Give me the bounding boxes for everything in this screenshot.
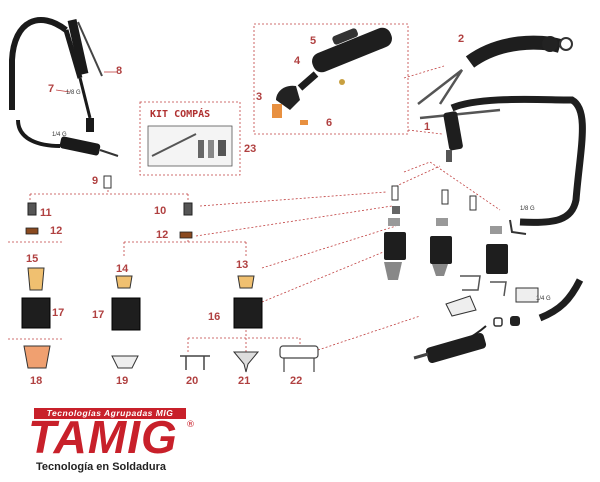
label-16: 16 (208, 311, 220, 323)
label-12a: 12 (50, 225, 62, 237)
label-6: 6 (326, 117, 332, 129)
logo-registered-mark: ® (186, 420, 195, 430)
logo-tagline: Tecnologías Agrupadas MIG (34, 408, 186, 419)
label-20: 20 (186, 375, 198, 387)
kit-compas-box (139, 101, 241, 176)
label-22: 22 (290, 375, 302, 387)
label-5: 5 (310, 35, 316, 47)
part-19 (111, 355, 139, 369)
label-3: 3 (256, 91, 262, 103)
tree-lines (8, 65, 501, 352)
part-20 (180, 355, 210, 370)
thread-label-3: 1/8 G (520, 206, 535, 212)
label-7: 7 (48, 83, 54, 95)
logo-wordmark: TAMIG (28, 411, 178, 463)
label-18: 18 (30, 375, 42, 387)
label-9: 9 (92, 175, 98, 187)
part-16 (233, 297, 263, 329)
label-13: 13 (236, 259, 248, 271)
part-15 (27, 267, 45, 291)
thread-label-2: 1/4 G (52, 132, 67, 138)
label-17a: 17 (52, 307, 64, 319)
cable-assembly-7 (9, 17, 119, 157)
label-2: 2 (458, 33, 464, 45)
part-12b (179, 231, 193, 239)
kit-contents (147, 125, 233, 167)
part-17a (21, 297, 51, 329)
label-23: 23 (244, 143, 256, 155)
label-4: 4 (294, 55, 301, 67)
part-17b (111, 297, 141, 331)
torch-detail (272, 27, 392, 125)
part-13 (237, 275, 255, 289)
label-8: 8 (116, 65, 122, 77)
label-12b: 12 (156, 229, 168, 241)
label-1: 1 (424, 121, 430, 133)
label-15: 15 (26, 253, 38, 265)
torch-detail-box (253, 23, 409, 135)
kit-title: KIT COMPÁS (150, 107, 210, 120)
part-22 (279, 345, 319, 372)
main-torch (384, 35, 586, 364)
part-9 (103, 175, 112, 189)
part-12a (25, 227, 39, 235)
label-19: 19 (116, 375, 128, 387)
logo-subtitle: Tecnología en Soldadura (36, 461, 166, 473)
label-21: 21 (238, 375, 250, 387)
part-18 (23, 345, 51, 369)
thread-label-1: 1/8 G (66, 90, 81, 96)
label-17b: 17 (92, 309, 104, 321)
label-14: 14 (116, 263, 129, 275)
rod-8 (77, 21, 103, 77)
label-10: 10 (154, 205, 166, 217)
part-11 (27, 202, 37, 216)
part-14 (115, 275, 133, 289)
label-11: 11 (40, 207, 52, 219)
thread-label-4: 1/4 G (536, 296, 551, 302)
part-21 (232, 351, 260, 373)
part-10 (183, 202, 193, 216)
